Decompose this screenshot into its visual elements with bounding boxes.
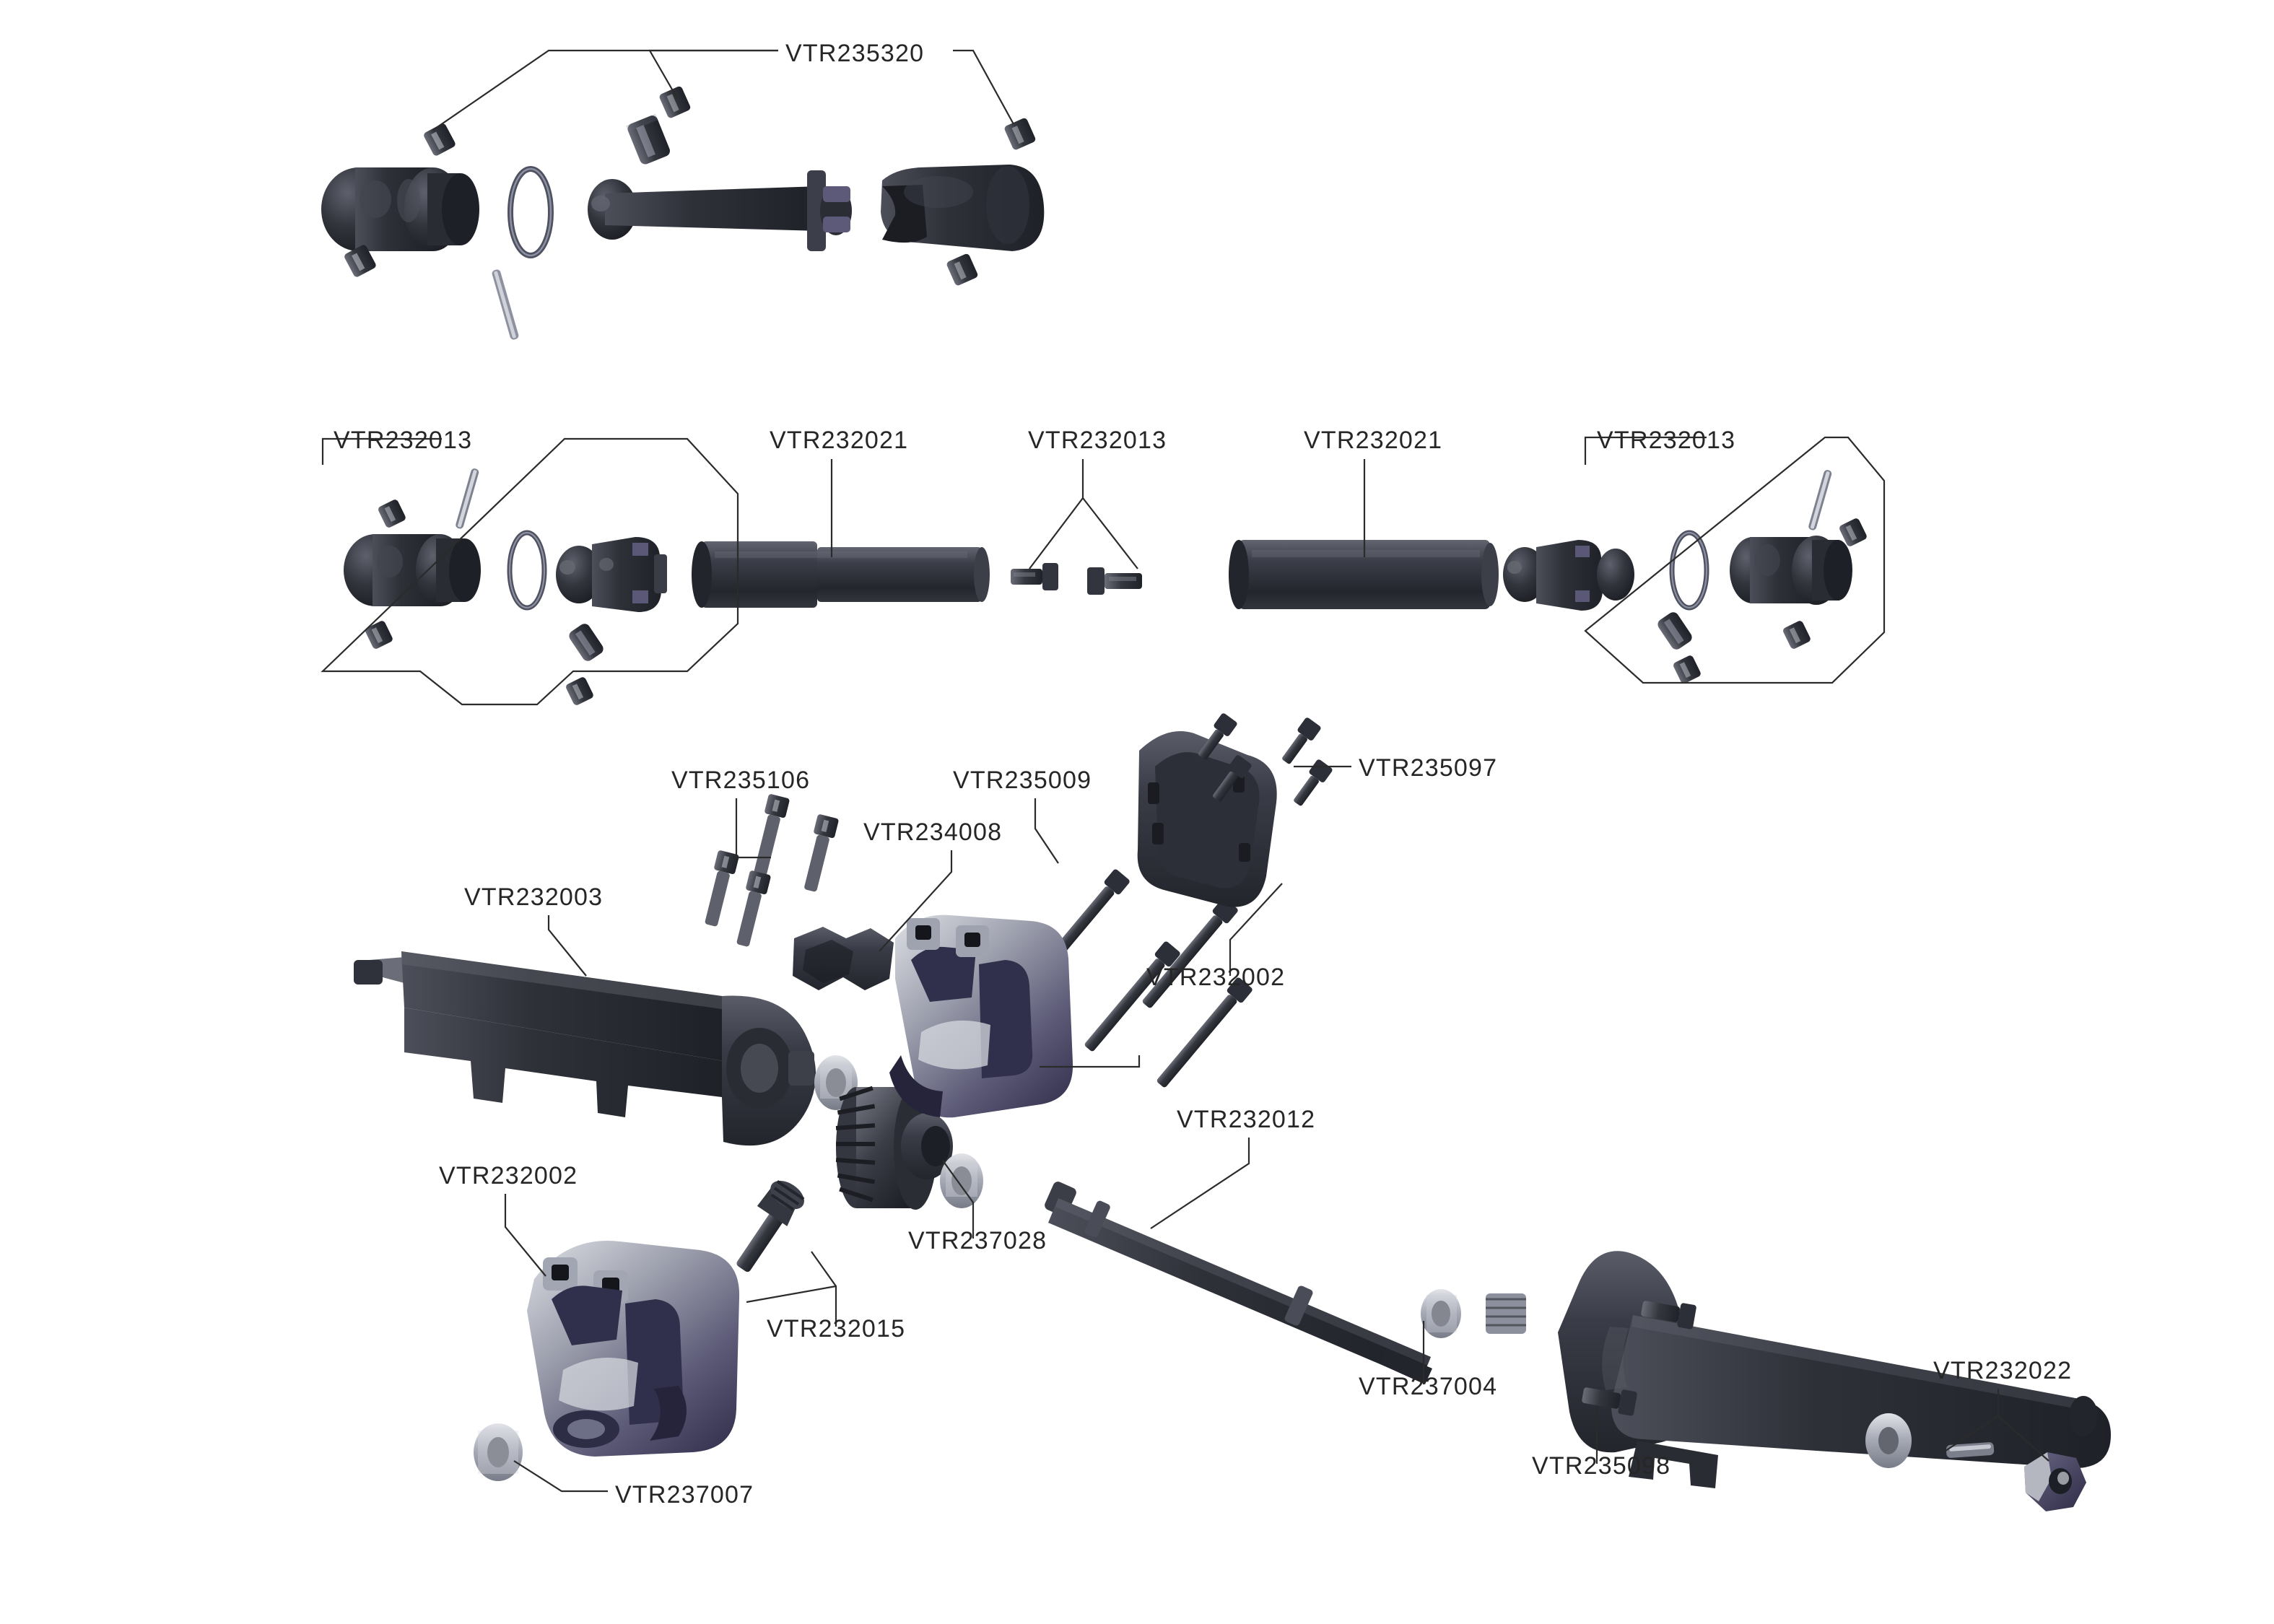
part-driveshaft-tube-1 bbox=[692, 541, 990, 608]
part-o-ring-top bbox=[507, 166, 554, 258]
label-vtr237004[interactable]: VTR237004 bbox=[1359, 1373, 1497, 1400]
label-vtr232021-left[interactable]: VTR232021 bbox=[770, 427, 908, 454]
callout-polygons bbox=[321, 436, 1886, 706]
part-ujoint-left bbox=[556, 537, 667, 612]
label-vtr235097[interactable]: VTR235097 bbox=[1359, 754, 1497, 782]
screw-group-top-left bbox=[344, 123, 456, 277]
label-vtr232013-left[interactable]: VTR232013 bbox=[334, 427, 472, 454]
label-vtr237028[interactable]: VTR237028 bbox=[908, 1227, 1047, 1254]
row3-axle-assembly bbox=[354, 713, 2111, 1511]
part-driveshaft-cup-right bbox=[881, 165, 1045, 251]
screw-group-235098 bbox=[1582, 1301, 1696, 1416]
part-ujoint-right bbox=[1503, 540, 1634, 611]
part-locknut-237007 bbox=[474, 1423, 523, 1481]
label-vtr232013-right[interactable]: VTR232013 bbox=[1597, 427, 1735, 454]
label-vtr232013-mid[interactable]: VTR232013 bbox=[1028, 427, 1167, 454]
part-hex-nut-232022 bbox=[2024, 1452, 2086, 1511]
part-number-labels: VTR235320 VTR232013 VTR232021 VTR232013 … bbox=[334, 40, 2072, 1509]
part-pinion-gear bbox=[736, 1180, 805, 1272]
label-vtr232015[interactable]: VTR232015 bbox=[767, 1315, 905, 1343]
screw-top-right bbox=[946, 118, 1036, 286]
part-bearing-237004 bbox=[1421, 1289, 1461, 1338]
part-axle-shaft bbox=[1045, 1182, 1432, 1384]
label-vtr232002-left[interactable]: VTR232002 bbox=[439, 1162, 578, 1189]
callout-polygon-right bbox=[1584, 436, 1886, 684]
label-vtr234008[interactable]: VTR234008 bbox=[863, 818, 1002, 846]
part-bushing-top bbox=[626, 113, 670, 165]
part-ring-gear-diff bbox=[835, 1086, 953, 1210]
label-vtr235009[interactable]: VTR235009 bbox=[953, 767, 1092, 794]
screw-right-group bbox=[1657, 518, 1867, 684]
label-vtr235098[interactable]: VTR235098 bbox=[1532, 1452, 1670, 1480]
label-vtr235320[interactable]: VTR235320 bbox=[785, 40, 924, 67]
part-cross-pin-top bbox=[492, 269, 519, 340]
part-center-driveshaft bbox=[588, 170, 852, 251]
screw-group-235097 bbox=[1198, 713, 1333, 806]
part-diff-carrier-middle bbox=[889, 914, 1073, 1118]
label-vtr232021-right[interactable]: VTR232021 bbox=[1304, 427, 1442, 454]
part-bearing-2 bbox=[940, 1153, 983, 1208]
screw-group-235106 bbox=[705, 794, 839, 947]
part-driveshaft-cup-left bbox=[321, 167, 479, 251]
screw-pair-center bbox=[1011, 563, 1142, 595]
part-axle-housing-main bbox=[354, 951, 816, 1146]
group-left-cv-set bbox=[344, 468, 667, 705]
part-bearing-far-right bbox=[1865, 1413, 1912, 1468]
part-driveshaft-tube-2 bbox=[1229, 540, 1499, 609]
part-spacer-sleeve bbox=[1486, 1293, 1526, 1334]
part-pin-232022 bbox=[1946, 1442, 1995, 1458]
part-steering-knuckle-left bbox=[527, 1241, 740, 1457]
label-vtr237007[interactable]: VTR237007 bbox=[615, 1481, 754, 1509]
screw-top-center bbox=[659, 86, 691, 118]
screw-group-235009 bbox=[1034, 869, 1253, 1088]
group-right-cv-set bbox=[1503, 470, 1867, 684]
callout-polygon-left bbox=[321, 437, 739, 706]
row2-driveshaft-sets bbox=[344, 468, 1867, 705]
label-vtr232002-right[interactable]: VTR232002 bbox=[1146, 964, 1285, 991]
part-cross-block bbox=[793, 927, 894, 990]
label-vtr235106[interactable]: VTR235106 bbox=[671, 767, 810, 794]
label-vtr232003[interactable]: VTR232003 bbox=[464, 883, 603, 911]
label-vtr232012[interactable]: VTR232012 bbox=[1177, 1106, 1315, 1133]
leader-lines bbox=[432, 49, 2049, 1493]
label-vtr232022[interactable]: VTR232022 bbox=[1933, 1357, 2072, 1384]
screw-left-group bbox=[365, 499, 604, 705]
row1-center-driveshaft bbox=[321, 86, 1045, 340]
